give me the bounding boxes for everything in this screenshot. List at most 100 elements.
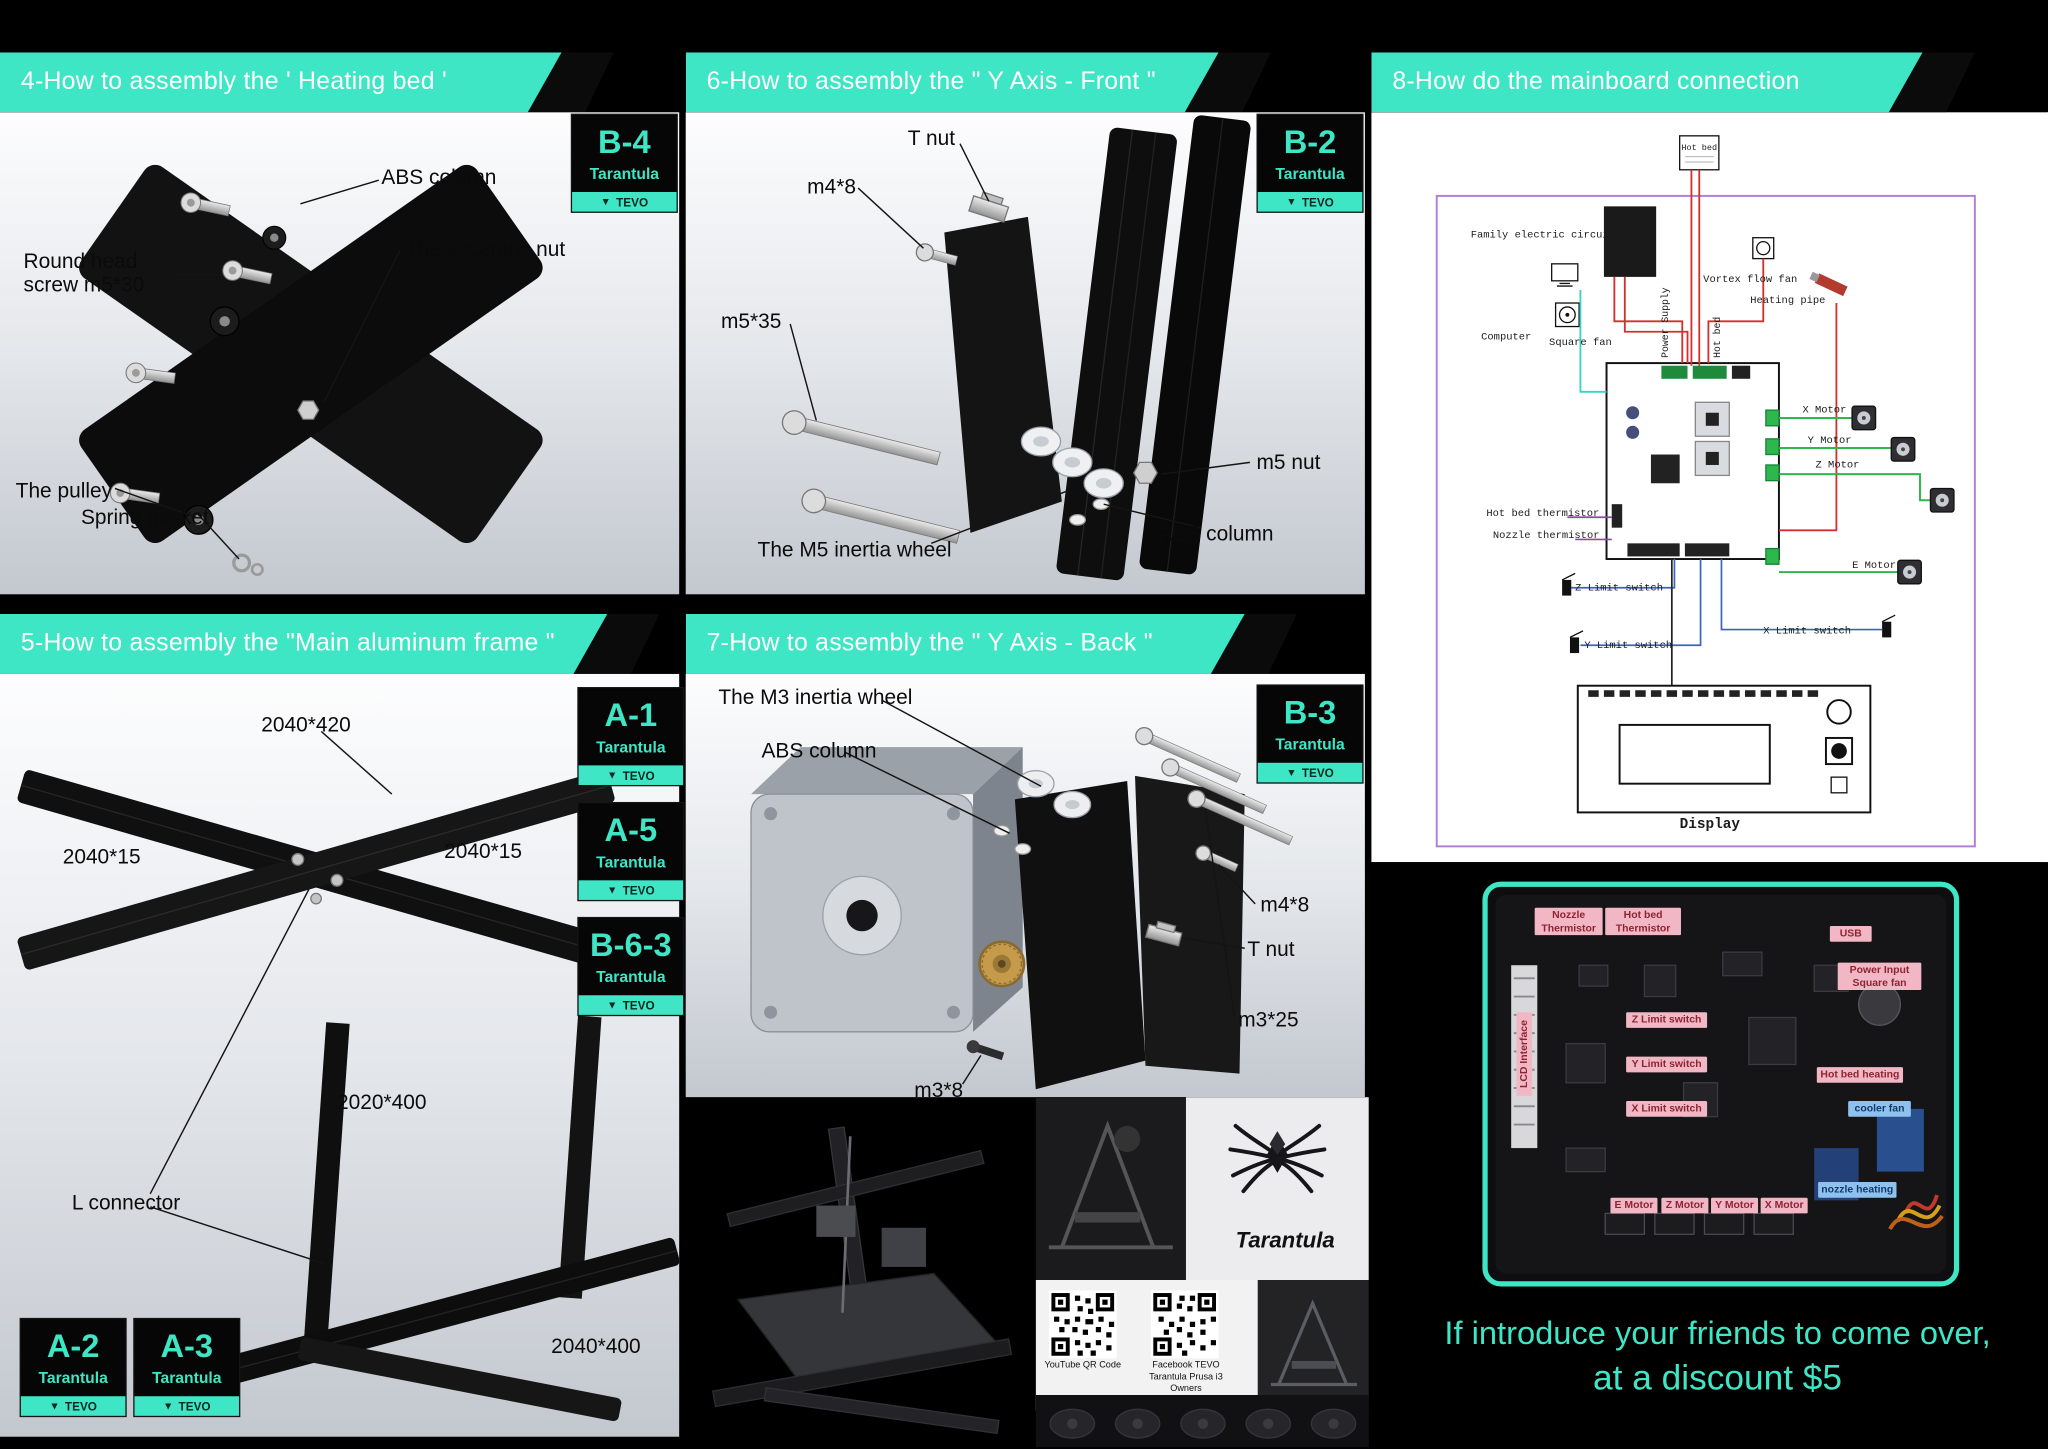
printer-render (711, 1126, 1013, 1435)
panel-mainboard-header: 8-How do the mainboard connection (1371, 52, 1974, 112)
panel-heating-bed-banner: 4-How to assembly the ' Heating bed ' (0, 52, 614, 112)
youtube-qr-code (1048, 1290, 1117, 1359)
badge-a2-code: A-2 (46, 1328, 100, 1365)
label-abs-column: ABS column (761, 740, 877, 763)
y-axis-front-render-area (685, 112, 1365, 595)
panel-y-axis-back: 7-How to assembly the " Y Axis - Back " (685, 614, 1365, 1102)
stepper-motor (750, 747, 1023, 1033)
board-label-power-input: Power Input Square fan (1837, 962, 1922, 991)
label-2040x15-left: 2040*15 (62, 846, 141, 869)
board-label-hotbed-thermistor: Hot bed Thermistor (1605, 907, 1681, 936)
m5-inertia-wheels (1020, 426, 1124, 499)
diagram-label-power-supply: Power Supply (1661, 287, 1672, 358)
label-m3x25: m3*25 (1238, 1009, 1299, 1032)
diagram-label-y-limit: Y Limit switch (1584, 639, 1673, 652)
limit-switch-wires (1571, 559, 1883, 647)
label-m3-inertia-wheel: The M3 inertia wheel (718, 687, 913, 710)
panel-y-axis-back-title: 7-How to assembly the " Y Axis - Back " (706, 629, 1153, 657)
board-label-e-motor: E Motor (1610, 1197, 1658, 1213)
panel-main-frame: 5-How to assembly the "Main aluminum fra… (0, 614, 684, 1437)
diagram-label-y-motor: Y Motor (1807, 434, 1852, 447)
power-wires (1613, 169, 1838, 532)
badge-b4-code: B-4 (597, 124, 651, 161)
hot-bed-symbol (1679, 135, 1720, 171)
badge-a1-tevo: TEVO (622, 768, 655, 782)
label-round-head-screw: Round head screw m5*30 (23, 250, 145, 297)
abs-column-parts (1069, 498, 1110, 526)
diagram-label-vortex-fan: Vortex flow fan (1703, 274, 1798, 287)
usb-wire (1579, 289, 1607, 393)
badge-a5-tevo: TEVO (622, 883, 655, 897)
diagram-bg-edge (2046, 112, 2048, 863)
badge-a3-brand: Tarantula (152, 1368, 222, 1388)
tarantula-brand-text: Tarantula (1235, 1227, 1335, 1253)
logo-card: Tarantula (1185, 1097, 1369, 1280)
diagram-label-display: Display (1679, 817, 1741, 834)
badge-b63-tevo: TEVO (622, 998, 655, 1012)
label-m3x8: m3*8 (914, 1080, 964, 1103)
badge-a2-tevo: TEVO (64, 1399, 97, 1413)
motor-wires (1778, 416, 1931, 574)
panel-y-axis-front-header: 6-How to assembly the " Y Axis - Front " (686, 52, 1271, 112)
m5x35-screw-2 (801, 488, 961, 544)
y-back-plate-2 (1135, 775, 1245, 1074)
diagram-label-nozzle-thermistor: Nozzle thermistor (1492, 530, 1600, 543)
label-m4x8: m4*8 (807, 176, 856, 199)
tevo-logo-icon: ▼ (607, 768, 618, 781)
diagram-label-e-motor: E Motor (1852, 560, 1896, 573)
badge-b63-brand: Tarantula (596, 967, 666, 987)
facebook-qr-caption: Facebook TEVO Tarantula Prusa i3 Owners (1149, 1360, 1223, 1393)
main-frame-render-area (0, 673, 680, 1437)
y-front-plate (944, 216, 1062, 533)
discount-promo: If introduce your friends to come over, … (1384, 1313, 2048, 1403)
tevo-logo-icon: ▼ (600, 195, 611, 208)
badge-a5-code: A-5 (604, 812, 658, 849)
badge-a5-brand: Tarantula (596, 852, 666, 872)
heating-bed-render-area (0, 112, 680, 595)
label-l-connector: L connector (71, 1192, 181, 1215)
m3x8-screw (966, 1040, 1005, 1061)
promo-photo-panel: Tarantula YouTube QR Code Facebook TEVO … (1035, 1097, 1369, 1448)
badge-a3-code: A-3 (160, 1328, 214, 1365)
label-m4x8: m4*8 (1260, 894, 1310, 917)
badge-b4-tevo: TEVO (616, 195, 649, 209)
discount-promo-line1: If introduce your friends to come over, (1444, 1315, 1991, 1352)
m4-screw-part (915, 243, 958, 266)
extrusion-bar-2 (1139, 115, 1251, 575)
panel-y-axis-back-banner: 7-How to assembly the " Y Axis - Back " (686, 614, 1297, 674)
badge-a2: A-2 Tarantula ▼TEVO (20, 1319, 126, 1416)
display-symbol (1576, 684, 1872, 814)
panel-mainboard-title: 8-How do the mainboard connection (1392, 67, 1800, 96)
panel-y-axis-front-banner: 6-How to assembly the " Y Axis - Front " (686, 52, 1271, 112)
leader-lines (844, 699, 1256, 1085)
leader-lines (114, 179, 401, 560)
diagram-label-z-limit: Z Limit switch (1575, 582, 1663, 595)
label-2020x400: 2020*400 (336, 1091, 427, 1115)
label-t-nut: T nut (1247, 939, 1295, 962)
board-label-lcd-interface: LCD Interface (1516, 1012, 1532, 1096)
badge-a3-tevo: TEVO (178, 1399, 211, 1413)
vortex-fan-icon (1752, 237, 1775, 260)
y-axis-back-illustration (750, 699, 1294, 1090)
label-m5x35: m5*35 (720, 310, 782, 334)
badge-b2: B-2 Tarantula ▼TEVO (1257, 114, 1363, 212)
heating-pipe-icon (1809, 271, 1848, 297)
panel-y-axis-back-header: 7-How to assembly the " Y Axis - Back " (686, 614, 1297, 674)
main-frame-illustration (17, 730, 680, 1422)
badge-a1: A-1 Tarantula ▼TEVO (578, 688, 684, 785)
motor-icons (1851, 405, 1955, 585)
label-2040x400: 2040*400 (551, 1336, 641, 1359)
gold-pulley (978, 940, 1026, 988)
badge-b3-code: B-3 (1283, 694, 1337, 732)
badge-a1-code: A-1 (604, 697, 658, 735)
badge-b2-code: B-2 (1283, 124, 1337, 161)
badge-a3: A-3 Tarantula ▼TEVO (134, 1319, 240, 1416)
diagram-label-x-limit: X Limit switch (1763, 625, 1852, 638)
badge-a5: A-5 Tarantula ▼TEVO (578, 803, 684, 900)
panel-main-frame-header: 5-How to assembly the "Main aluminum fra… (0, 614, 660, 674)
m3x25-screws (1135, 726, 1294, 846)
board-label-usb: USB (1829, 926, 1872, 942)
heating-bed-illustration (79, 164, 543, 576)
board-label-cooler-fan: cooler fan (1848, 1101, 1911, 1117)
